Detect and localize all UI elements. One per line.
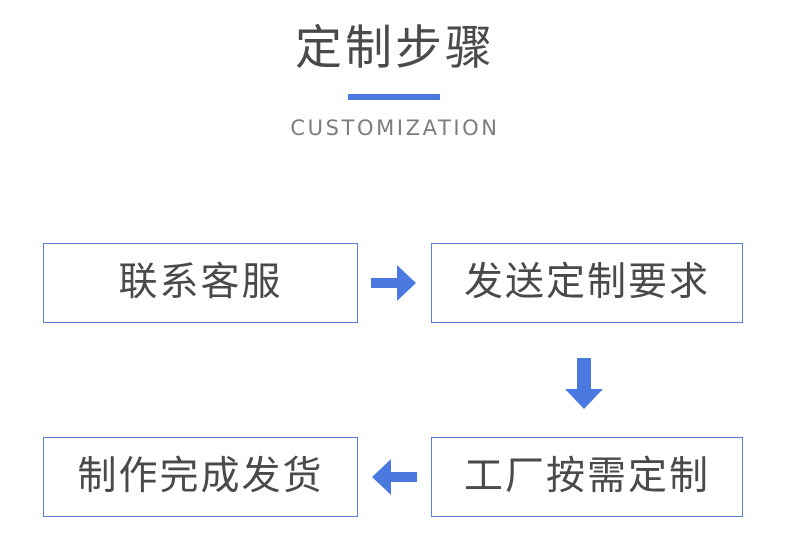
- page-subtitle: CUSTOMIZATION: [290, 116, 500, 140]
- step-box-factory-custom[interactable]: 工厂按需定制: [431, 437, 743, 517]
- arrow-right-icon: [371, 263, 417, 303]
- step-label: 工厂按需定制: [463, 454, 710, 499]
- arrow-left-icon: [371, 457, 417, 497]
- step-label: 发送定制要求: [463, 260, 710, 305]
- title-accent-bar: [348, 94, 440, 100]
- step-box-contact-support[interactable]: 联系客服: [43, 243, 358, 323]
- arrow-down-icon: [564, 358, 604, 410]
- step-label: 联系客服: [118, 260, 283, 305]
- step-box-production-shipping[interactable]: 制作完成发货: [43, 437, 358, 517]
- step-label: 制作完成发货: [77, 454, 324, 499]
- page-title: 定制步骤: [295, 21, 495, 76]
- step-box-send-requirements[interactable]: 发送定制要求: [431, 243, 743, 323]
